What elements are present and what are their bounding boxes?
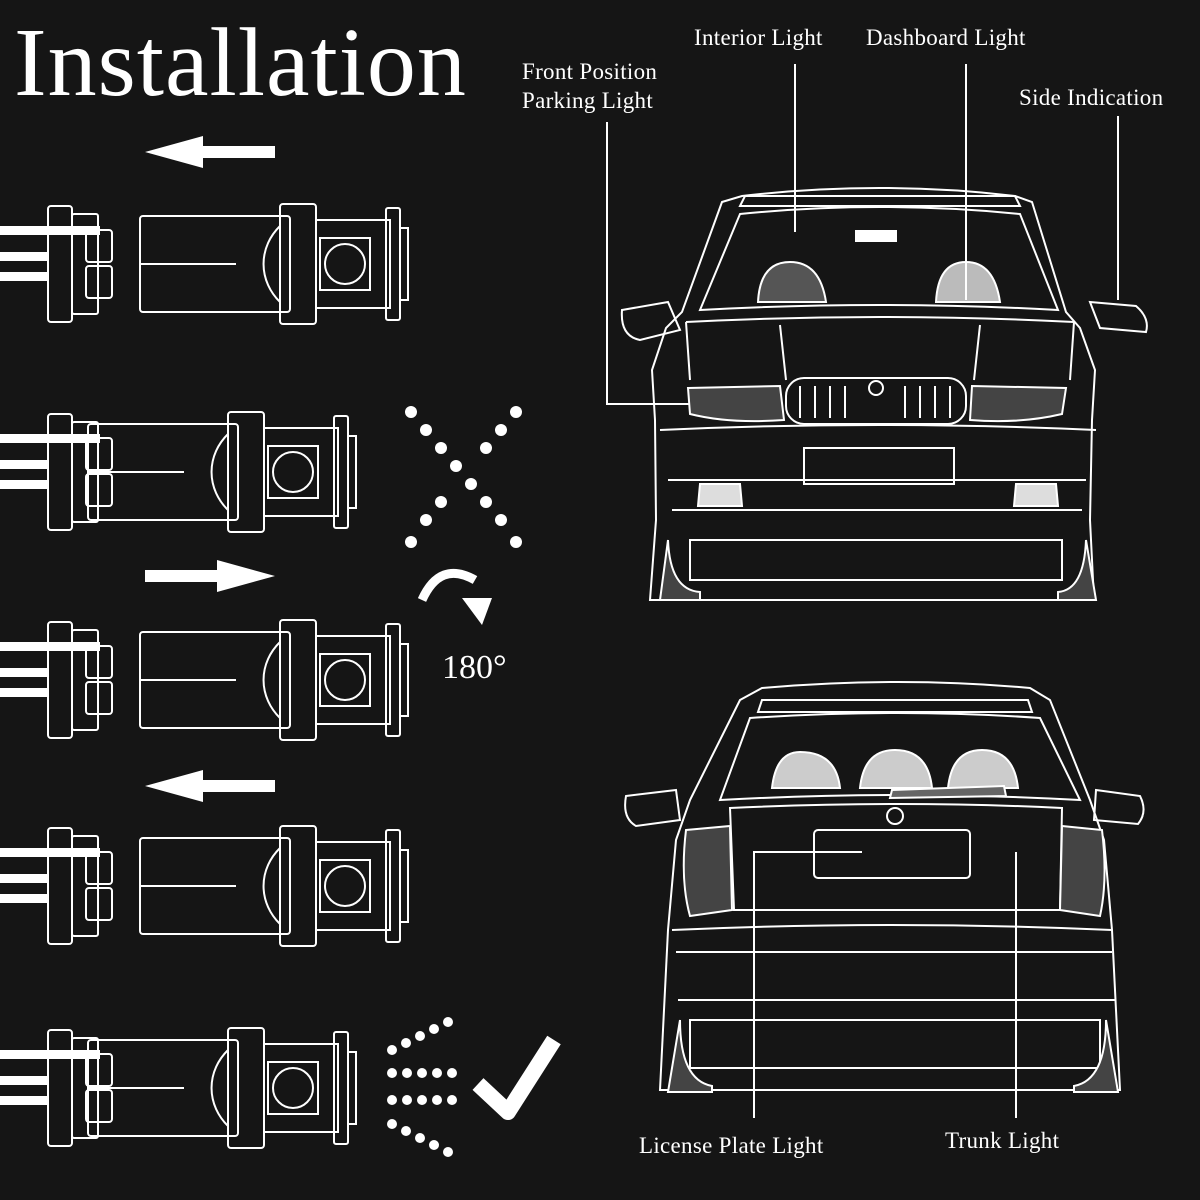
- bulb-row-4: [0, 825, 409, 947]
- label-license-plate-light: License Plate Light: [639, 1133, 824, 1158]
- bulb-row-2: [0, 411, 357, 533]
- car-front-illustration: [620, 187, 1148, 601]
- label-interior-light: Interior Light: [694, 25, 823, 50]
- callout-lines-rear: [753, 851, 1017, 1118]
- cross-icon: [405, 406, 522, 548]
- rotation-degree: 180°: [442, 649, 507, 686]
- check-icon: [472, 1035, 561, 1120]
- label-front-position-line2: Parking Light: [522, 87, 654, 113]
- label-dashboard-light: Dashboard Light: [866, 25, 1026, 50]
- car-rear-illustration: [624, 681, 1145, 1093]
- label-front-position-line1: Front Position: [522, 59, 658, 84]
- callout-lines-front: [606, 64, 1119, 405]
- label-trunk-light: Trunk Light: [945, 1128, 1060, 1153]
- bulb-row-1: [0, 203, 409, 325]
- bulb-row-5: [0, 1027, 357, 1149]
- bulb-row-3: [0, 619, 409, 741]
- arrow-right-icon: [145, 560, 275, 592]
- arrow-left-icon: [145, 136, 275, 168]
- rotate-arrow-icon: [417, 568, 492, 625]
- label-side-indication: Side Indication: [1019, 85, 1164, 110]
- label-front-position: Front Position Parking Light: [522, 58, 657, 116]
- page-title: Installation: [14, 9, 467, 117]
- arrow-left-icon: [145, 770, 275, 802]
- light-rays-icon: [387, 1017, 457, 1157]
